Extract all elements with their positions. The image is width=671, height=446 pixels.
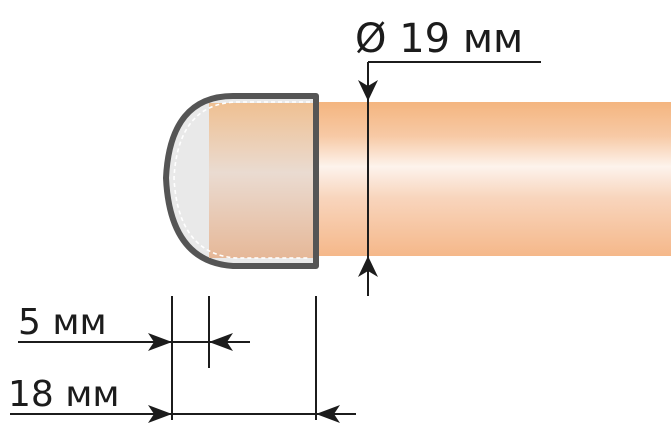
cap-length-label: 18 мм [8, 374, 120, 415]
cap-sleeve [209, 103, 313, 258]
arrow-icon [148, 405, 172, 423]
arrow-icon [358, 80, 378, 101]
rod [310, 102, 671, 256]
arrow-icon [358, 256, 378, 277]
cap-length-dimension: 18 мм [8, 374, 356, 423]
arrow-icon [209, 333, 233, 351]
end-cap [163, 93, 319, 269]
cap-inner-dashed-outline [173, 101, 310, 259]
extension-lines [171, 296, 317, 420]
inset-label: 5 мм [18, 302, 107, 343]
arrow-icon [148, 333, 172, 351]
inset-dimension: 5 мм [18, 302, 250, 351]
diameter-label: Ø 19 мм [355, 16, 523, 62]
diameter-dimension: Ø 19 мм [355, 16, 541, 296]
arrow-icon [316, 405, 340, 423]
